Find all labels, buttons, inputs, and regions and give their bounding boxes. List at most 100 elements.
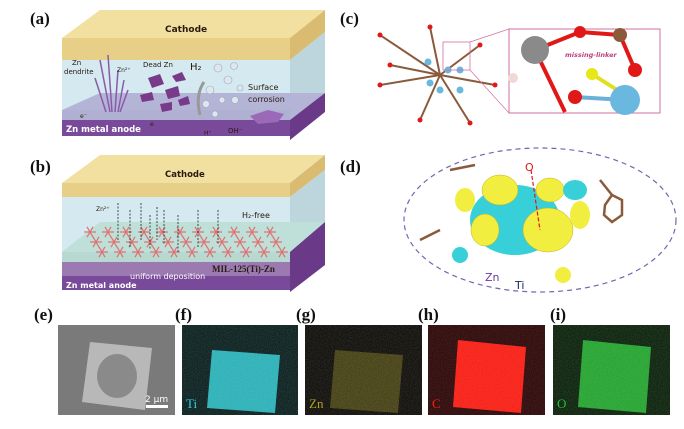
mof-particle (254, 236, 262, 248)
mof-particle (248, 226, 256, 238)
element-label-zn: Zn (309, 396, 324, 411)
zn-atom-label: Zn (485, 271, 500, 284)
corrosion-patch (250, 110, 284, 124)
oxygen-atom (492, 82, 498, 88)
mof-particle (116, 246, 124, 258)
mof-particle (260, 246, 268, 258)
zn-dendrite-illustration (94, 54, 129, 113)
ti-atom-label: Ti (514, 279, 524, 292)
anode-label-a: Zn metal anode (66, 125, 141, 135)
mof-particle (176, 226, 184, 238)
mof-particle (218, 236, 226, 248)
dead-zn-label: Dead Zn (143, 61, 173, 69)
mof-particle (164, 236, 172, 248)
mof-label: MIL-125(Ti)-Zn (212, 264, 275, 274)
mof-particle (236, 236, 244, 248)
h2-free-label: H₂-free (242, 211, 270, 220)
ti-atom (456, 86, 464, 94)
battery-diagram-a: Cathode Zn dendrite Zn²⁺ Dead Zn H₂ Surf… (62, 10, 325, 140)
linker-bond (389, 64, 441, 76)
mof-particle (110, 236, 118, 248)
cathode-label-b: Cathode (165, 170, 205, 180)
panel-label-h: (h) (418, 305, 439, 324)
element-label-c: C (432, 396, 441, 411)
scale-bar-label: 2 μm (145, 395, 168, 405)
mof-particle (224, 246, 232, 258)
oxygen-atom (467, 120, 473, 126)
element-label-ti: Ti (186, 396, 198, 411)
arrow-icon (196, 81, 206, 116)
panel-label-b: (b) (30, 157, 51, 176)
mof-particle (188, 246, 196, 258)
mof-particle (152, 246, 160, 258)
mof-particle (182, 236, 190, 248)
cathode-label-a: Cathode (165, 25, 207, 35)
mof-particle (266, 226, 274, 238)
mof-particle (242, 246, 250, 258)
panel-label-d: (d) (340, 157, 361, 176)
dead-zn-fragments (140, 72, 190, 112)
mof-particle (146, 236, 154, 248)
oxygen-atom (377, 82, 383, 88)
linker-bond (429, 26, 441, 76)
mof-particle (86, 226, 94, 238)
ti-atom (424, 58, 432, 66)
scale-bar (146, 405, 168, 408)
linker-bond (439, 74, 496, 86)
mof-structure (377, 24, 498, 126)
h2-label: H₂ (190, 62, 202, 73)
panel-label-g: (g) (296, 305, 316, 324)
mof-particle (140, 226, 148, 238)
panel-label-f: (f) (175, 305, 192, 324)
mof-particle (200, 236, 208, 248)
mof-particle (98, 246, 106, 258)
mof-particle (134, 246, 142, 258)
zn-dendrite-label-2: dendrite (64, 68, 94, 76)
anode-label-b: Zn metal anode (66, 281, 137, 290)
h-plus-label: H⁺ (204, 130, 212, 137)
oxygen-atom (377, 32, 383, 38)
panel-label-a: (a) (30, 9, 50, 28)
panel-label-i: (i) (550, 305, 566, 324)
eds-map-o: O (553, 325, 670, 415)
linker-bond (439, 74, 471, 124)
mof-particle (170, 246, 178, 258)
linker-bond (419, 74, 441, 121)
mof-particle (206, 246, 214, 258)
mof-particle (272, 236, 280, 248)
electron-label-2: e (150, 121, 154, 128)
zoom-region-box (442, 41, 471, 71)
surface-corrosion-label-2: corrosion (248, 95, 285, 104)
ti-atom (426, 79, 434, 87)
panel-label-e: (e) (34, 305, 53, 324)
eds-map-ti: Ti (182, 325, 298, 415)
oxygen-atom (427, 24, 433, 30)
oh-label: OH⁻ (228, 127, 243, 135)
uniform-deposition-label: uniform deposition (130, 272, 205, 281)
eds-map-c: C (428, 325, 545, 415)
zn-dendrite-label: Zn (72, 59, 81, 67)
oxygen-atom (477, 42, 483, 48)
eds-map-zn: Zn (305, 325, 422, 415)
charge-density-plot: O Zn Ti (403, 147, 677, 293)
oxygen-atom (417, 117, 423, 123)
linker-bond (379, 34, 441, 76)
ti-atom (436, 86, 444, 94)
o-atom-label: O (525, 161, 534, 174)
mof-particle (92, 236, 100, 248)
zn2-flux-arrows (117, 203, 219, 253)
missing-linker-label: missing-linker (565, 51, 618, 59)
missing-linker-inset: missing-linker (508, 26, 661, 115)
sem-image: 2 μm (58, 325, 175, 415)
mof-particle (104, 226, 112, 238)
oxygen-atom (387, 62, 393, 68)
surface-corrosion-label: Surface (248, 83, 279, 92)
zn2-label-b: Zn²⁺ (96, 206, 110, 213)
mof-particle (122, 226, 130, 238)
electron-label: e⁻ (80, 113, 87, 120)
linker-bond (379, 74, 441, 86)
element-label-o: O (557, 396, 567, 411)
battery-diagram-b: Cathode Zn²⁺ H₂-free MIL-125(Ti)-Zn unif… (62, 155, 325, 292)
panel-label-c: (c) (340, 9, 359, 28)
